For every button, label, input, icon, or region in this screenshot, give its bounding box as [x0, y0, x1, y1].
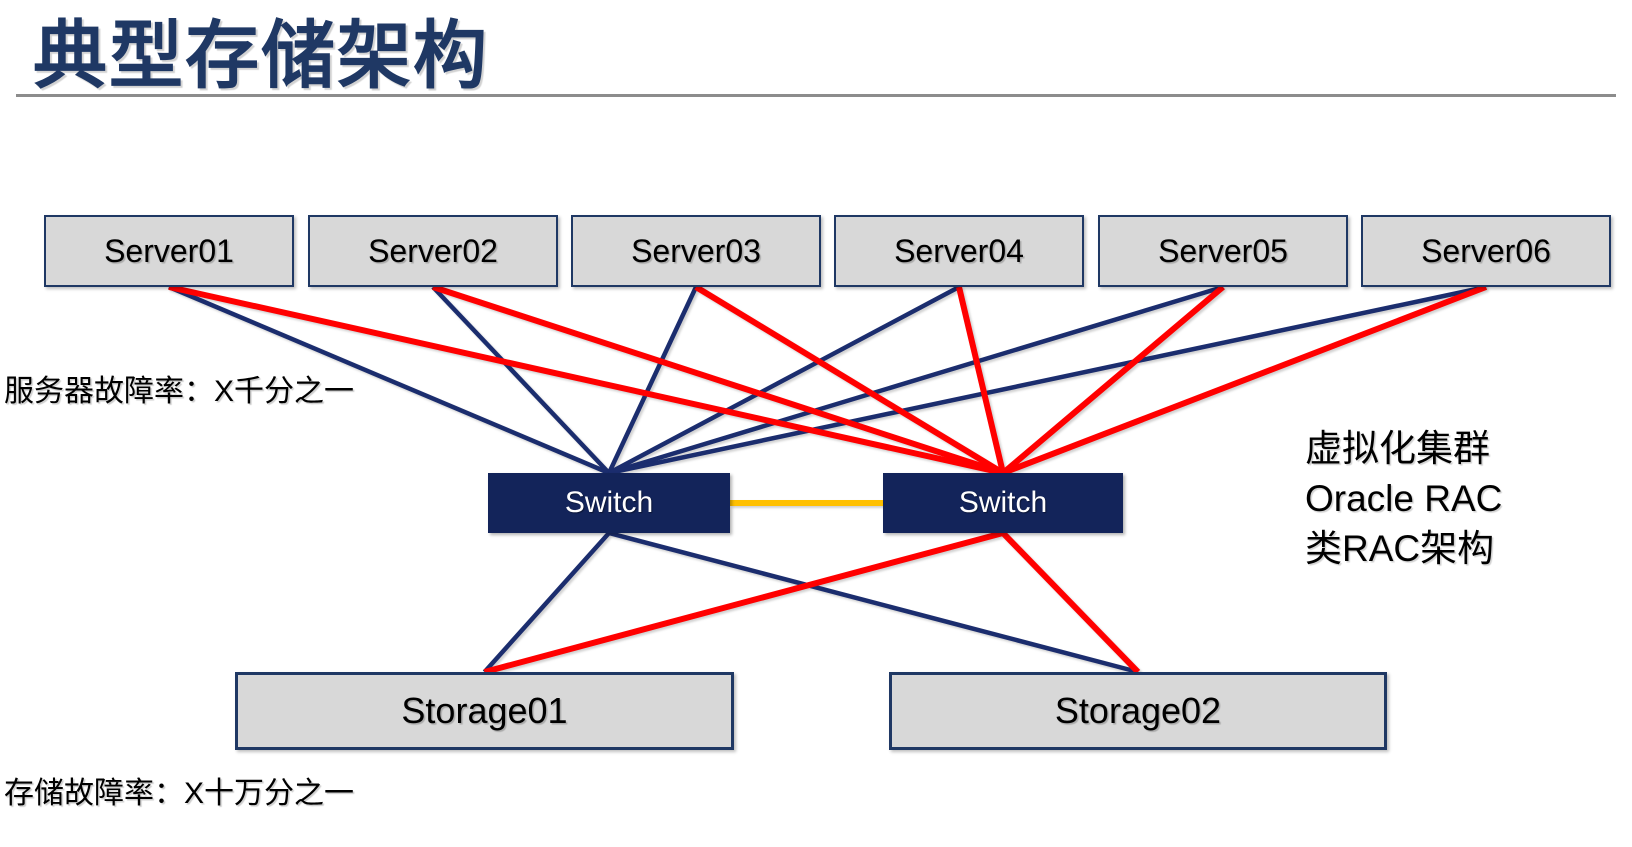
server02-node: Server02 [308, 215, 558, 287]
link-switch-left-storage-1 [482, 531, 611, 674]
link-server-6-switch-right [1001, 284, 1488, 476]
link-switch-right-storage-2 [1000, 530, 1141, 675]
link-switch-left-storage-2 [608, 530, 1139, 675]
cluster-note-line-2: Oracle RAC [1305, 478, 1503, 519]
server06-node: Server06 [1361, 215, 1611, 287]
link-server-3-switch-right [694, 284, 1005, 476]
link-server-2-switch-left [431, 285, 611, 475]
storage01-node: Storage01 [235, 672, 734, 750]
server01-node: Server01 [44, 215, 294, 287]
server-failure-rate-label: 服务器故障率：X千分之一 [4, 375, 355, 408]
switch-right-node: Switch [883, 473, 1123, 533]
cluster-note-line-3: 类RAC架构 [1305, 528, 1495, 569]
cluster-note: 虚拟化集群 Oracle RAC 类RAC架构 [1305, 424, 1502, 574]
switch-left-node: Switch [488, 473, 730, 533]
link-server-2-switch-right [432, 284, 1004, 476]
link-server-1-switch-right [168, 284, 1004, 476]
link-server-4-switch-left [607, 285, 961, 475]
link-server-1-switch-left [168, 284, 610, 476]
link-server-4-switch-right [956, 286, 1006, 474]
cluster-note-line-1: 虚拟化集群 [1305, 428, 1490, 469]
link-server-5-switch-left [608, 284, 1224, 476]
title-divider [16, 94, 1616, 97]
server03-node: Server03 [571, 215, 821, 287]
page-title: 典型存储架构 [33, 14, 489, 97]
link-server-3-switch-left [606, 286, 699, 474]
link-server-5-switch-right [1001, 284, 1225, 476]
server04-node: Server04 [834, 215, 1084, 287]
storage-failure-rate-label: 存储故障率：X十万分之一 [4, 777, 355, 810]
server05-node: Server05 [1098, 215, 1348, 287]
storage02-node: Storage02 [889, 672, 1387, 750]
link-server-6-switch-left [608, 284, 1487, 476]
link-switch-right-storage-1 [483, 530, 1004, 675]
